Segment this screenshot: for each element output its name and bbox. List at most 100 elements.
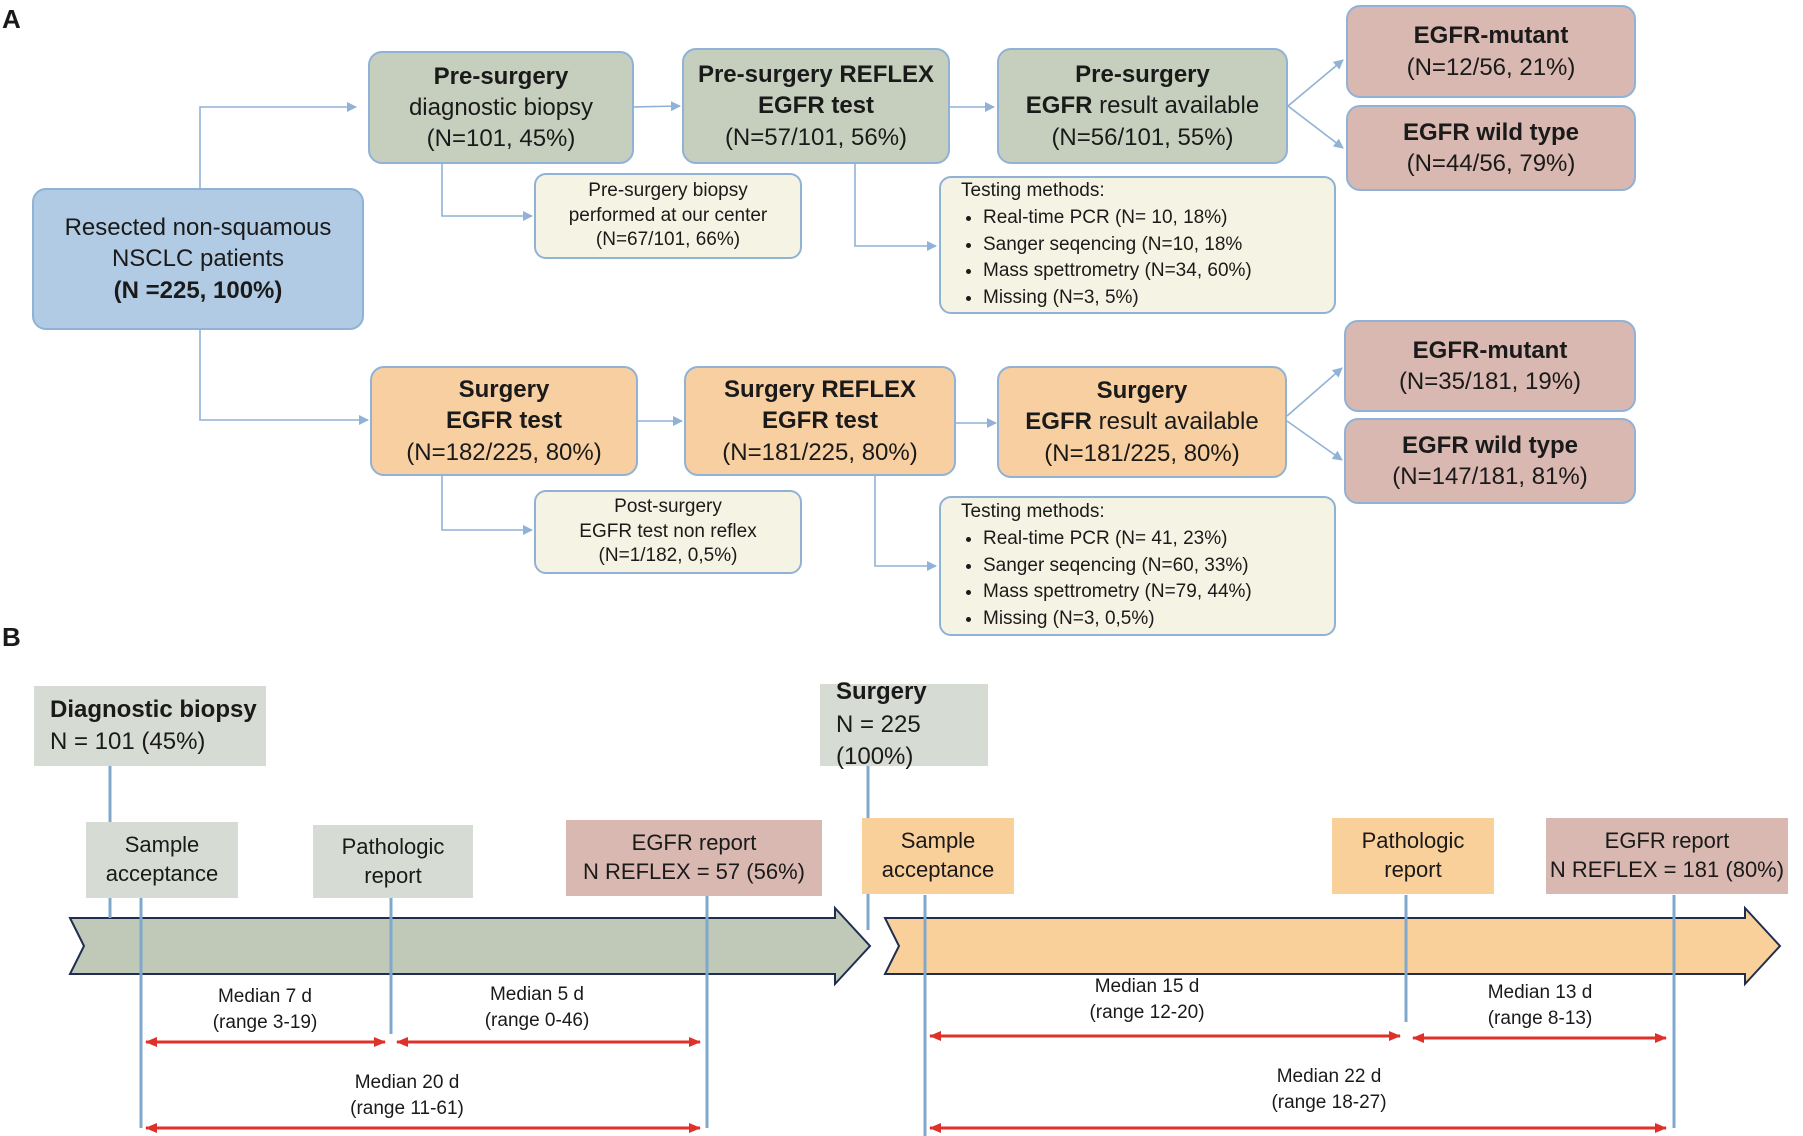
connector-pre-reflex-methods xyxy=(854,164,937,251)
connector-source-to-surg xyxy=(199,330,369,425)
right-median-1: Median 15 d (range 12-20) xyxy=(1062,974,1232,1025)
surg-methods-title: Testing methods: xyxy=(961,500,1105,522)
source-box: Resected non-squamous NSCLC patients (N … xyxy=(32,188,364,330)
left-median-3-range: (range 11-61) xyxy=(350,1097,464,1119)
left-median-2-range: (range 0-46) xyxy=(484,1009,590,1031)
surg-result-available: result available xyxy=(1091,408,1259,436)
surg-reflex-count: (N=181/225, 80%) xyxy=(722,438,918,466)
surgery-header-title: Surgery xyxy=(836,678,927,706)
left-median-2-value: Median 5 d xyxy=(489,984,584,1005)
connector-pre-result-mutant xyxy=(1287,59,1344,107)
panel-a-label: A xyxy=(2,4,21,34)
surg-mutant-box: EGFR-mutant (N=35/181, 19%) xyxy=(1344,320,1636,412)
right-sample-line1: Sample xyxy=(900,828,976,854)
pre-methods-title: Testing methods: xyxy=(961,179,1105,201)
right-median-3-range: (range 18-27) xyxy=(1271,1091,1387,1113)
surg-reflex-box: Surgery REFLEX EGFR test (N=181/225, 80%… xyxy=(684,366,956,476)
panel-b-label: B xyxy=(2,622,21,652)
left-patho-box: Pathologic report xyxy=(313,825,473,898)
surg-post-line2: EGFR test non reflex xyxy=(579,520,757,542)
right-patho-line1: Pathologic xyxy=(1361,828,1465,854)
biopsy-header: Diagnostic biopsy N = 101 (45%) xyxy=(34,686,266,766)
connector-pre-biopsy-center xyxy=(441,164,533,221)
surg-test-title: Surgery xyxy=(458,376,550,404)
surg-methods-list: Real-time PCR (N= 41, 23%) Sanger seqenc… xyxy=(961,526,1252,634)
left-egfr-line2: N REFLEX = 57 (56%) xyxy=(583,859,805,884)
pre-result-egfr: EGFR xyxy=(1025,92,1093,120)
biopsy-header-count: N = 101 (45%) xyxy=(50,728,206,755)
surg-test-count: (N=182/225, 80%) xyxy=(406,438,602,466)
right-median-3: Median 22 d (range 18-27) xyxy=(1244,1064,1414,1115)
surg-result-box: Surgery EGFR result available (N=181/225… xyxy=(997,366,1287,478)
right-median-1-range: (range 12-20) xyxy=(1089,1001,1205,1023)
pre-mutant-title: EGFR-mutant xyxy=(1413,22,1569,50)
pre-biopsy-count: (N=101, 45%) xyxy=(426,125,576,153)
left-median-1-value: Median 7 d xyxy=(217,986,312,1007)
connector-surg-result-mutant xyxy=(1286,367,1343,417)
method-item: Real-time PCR (N= 10, 18%) xyxy=(983,205,1252,232)
pre-center-box: Pre-surgery biopsy performed at our cent… xyxy=(534,173,802,259)
surg-post-count: (N=1/182, 0,5%) xyxy=(598,545,738,567)
pre-reflex-box: Pre-surgery REFLEX EGFR test (N=57/101, … xyxy=(682,48,950,164)
right-egfr-box: EGFR report N REFLEX = 181 (80%) xyxy=(1546,818,1788,894)
pre-biopsy-sub: diagnostic biopsy xyxy=(408,93,594,121)
right-patho-line2: report xyxy=(1384,857,1442,882)
surg-test-box: Surgery EGFR test (N=182/225, 80%) xyxy=(370,366,638,476)
connector-source-to-pre xyxy=(199,102,357,188)
right-egfr-line1: EGFR report xyxy=(1604,828,1730,854)
surg-reflex-sub: EGFR test xyxy=(761,407,878,435)
method-item: Mass spettrometry (N=34, 60%) xyxy=(983,258,1252,285)
pre-methods-box: Testing methods: Real-time PCR (N= 10, 1… xyxy=(939,176,1336,314)
surg-reflex-title: Surgery REFLEX xyxy=(723,376,917,404)
surg-result-count: (N=181/225, 80%) xyxy=(1044,439,1240,467)
method-item: Real-time PCR (N= 41, 23%) xyxy=(983,526,1252,553)
timeline-arrow-biopsy xyxy=(68,905,872,987)
right-sample-line2: acceptance xyxy=(881,857,995,882)
connector-surg-test-post xyxy=(441,476,533,535)
pre-center-line2: performed at our center xyxy=(568,204,768,226)
surg-result-sub: EGFR result available xyxy=(1025,406,1258,437)
method-item: Mass spettrometry (N=79, 44%) xyxy=(983,579,1252,606)
left-median-1: Median 7 d (range 3-19) xyxy=(180,984,350,1035)
method-item: Sanger seqencing (N=60, 33%) xyxy=(983,553,1252,580)
right-median-2-value: Median 13 d xyxy=(1487,982,1593,1003)
surg-mutant-count: (N=35/181, 19%) xyxy=(1398,368,1582,395)
surgery-header: Surgery N = 225 (100%) xyxy=(820,678,988,770)
pre-mutant-count: (N=12/56, 21%) xyxy=(1406,53,1576,81)
left-median-3-value: Median 20 d xyxy=(354,1072,460,1093)
right-egfr-line2: N REFLEX = 181 (80%) xyxy=(1549,857,1785,882)
left-median-3: Median 20 d (range 11-61) xyxy=(322,1070,492,1121)
right-median-2: Median 13 d (range 8-13) xyxy=(1455,980,1625,1031)
connector-pre-biopsy-reflex xyxy=(633,101,681,112)
surg-mutant-title: EGFR-mutant xyxy=(1412,336,1568,364)
source-line1: Resected non-squamous xyxy=(64,214,332,242)
right-sample-box: Sample acceptance xyxy=(862,818,1014,894)
surg-result-title: Surgery xyxy=(1096,377,1188,405)
surg-test-sub: EGFR test xyxy=(445,407,562,435)
pre-reflex-title: Pre-surgery REFLEX xyxy=(697,61,935,89)
right-patho-box: Pathologic report xyxy=(1332,818,1494,894)
connector-pre-result-wild xyxy=(1287,105,1344,149)
source-line2: NSCLC patients xyxy=(111,245,285,273)
pre-result-title: Pre-surgery xyxy=(1075,61,1210,89)
pre-wild-box: EGFR wild type (N=44/56, 79%) xyxy=(1346,105,1636,191)
surg-wild-title: EGFR wild type xyxy=(1401,431,1578,459)
pre-reflex-count: (N=57/101, 56%) xyxy=(724,123,908,151)
left-median-1-range: (range 3-19) xyxy=(212,1011,318,1033)
left-egfr-box: EGFR report N REFLEX = 57 (56%) xyxy=(566,820,822,896)
left-patho-line2: report xyxy=(364,862,422,888)
left-sample-line2: acceptance xyxy=(105,861,219,886)
method-item: Missing (N=3, 0,5%) xyxy=(983,606,1252,633)
pre-center-count: (N=67/101, 66%) xyxy=(595,229,741,251)
pre-center-line1: Pre-surgery biopsy xyxy=(588,179,748,201)
pre-reflex-sub: EGFR test xyxy=(757,92,874,120)
surg-methods-box: Testing methods: Real-time PCR (N= 41, 2… xyxy=(939,496,1336,636)
pre-wild-title: EGFR wild type xyxy=(1402,118,1579,146)
pre-wild-count: (N=44/56, 79%) xyxy=(1406,150,1576,177)
left-sample-line1: Sample xyxy=(124,832,200,858)
right-median-3-value: Median 22 d xyxy=(1276,1066,1382,1087)
source-count: (N =225, 100%) xyxy=(113,276,283,304)
timeline-arrow-surgery xyxy=(883,905,1782,987)
right-median-2-range: (range 8-13) xyxy=(1487,1007,1593,1029)
